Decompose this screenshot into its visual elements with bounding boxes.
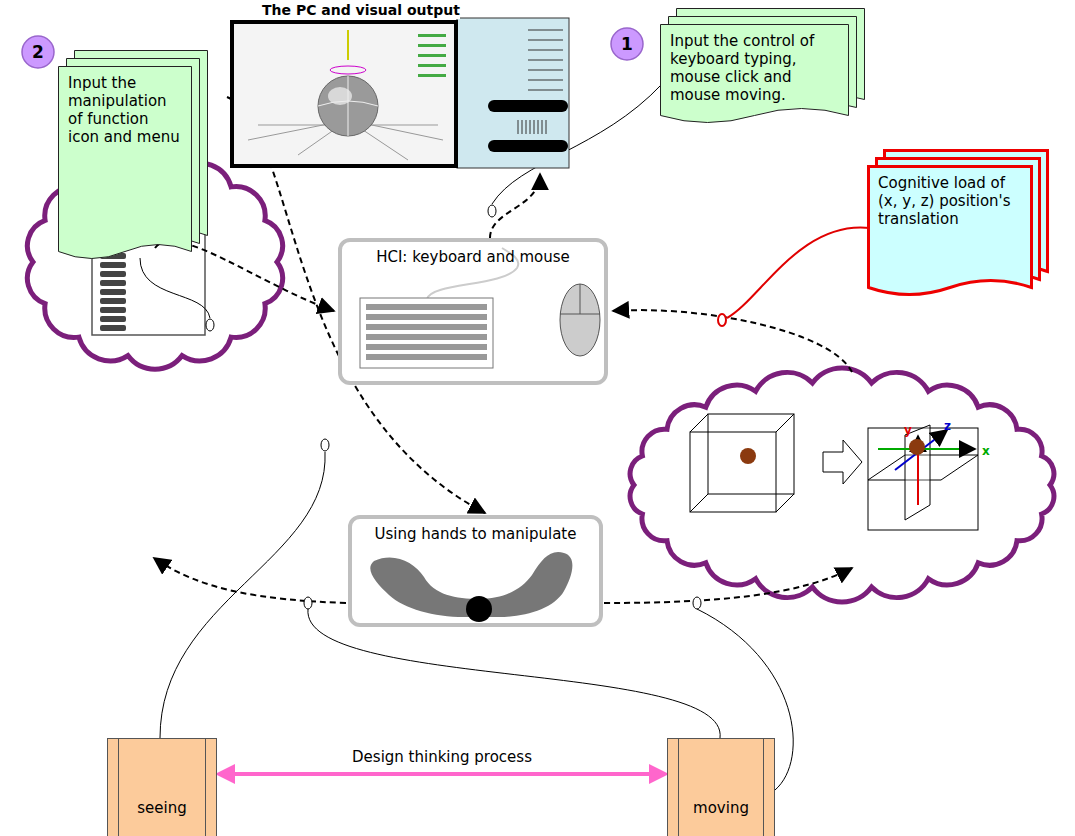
stage-box: moving: [667, 738, 775, 836]
cognitive-note: Cognitive load of (x, y, z) position's t…: [868, 150, 1048, 298]
stage-edge: [205, 739, 206, 836]
flow-arrow: [490, 174, 540, 238]
edge-label: Design thinking process: [349, 748, 535, 766]
leader-lines: [140, 84, 870, 790]
ball: [466, 596, 492, 622]
node-label: seeing: [122, 799, 202, 817]
node-label: Cognitive load of (x, y, z) position's t…: [878, 174, 1022, 228]
callout-number: 1: [619, 34, 635, 54]
axis-label: y: [904, 420, 916, 440]
hands-box: Using hands to manipulate: [348, 515, 603, 627]
axis-label: x: [982, 441, 994, 461]
callout-note: Input the manipulation of function icon …: [58, 50, 208, 262]
axis-label: z: [944, 416, 956, 436]
callout-note: Input the control of keyboard typing, mo…: [660, 8, 865, 126]
process-arrow: [219, 772, 665, 776]
tower: [457, 18, 569, 168]
callout-number: 2: [30, 42, 46, 62]
mouse: [560, 284, 600, 356]
sphere: [318, 76, 378, 136]
keyboard: [360, 298, 493, 368]
node-label: Input the control of keyboard typing, mo…: [670, 32, 839, 104]
node-label: Input the manipulation of function icon …: [68, 74, 182, 146]
stage-edge: [763, 739, 764, 836]
stage-box: seeing: [107, 738, 217, 836]
stage-edge: [678, 739, 679, 836]
right-cloud: [630, 368, 1054, 602]
hci-box: HCI: keyboard and mouse: [338, 238, 608, 385]
screen: [232, 22, 456, 166]
node-label: HCI: keyboard and mouse: [342, 248, 604, 266]
cube-figure: [690, 414, 978, 530]
stage-edge: [118, 739, 119, 836]
node-heading: The PC and visual output: [262, 1, 460, 19]
pc-monitor: The PC and visual output: [228, 0, 573, 172]
monitor-drawing: [228, 0, 573, 172]
node-label: Using hands to manipulate: [352, 525, 599, 543]
node-label: moving: [682, 799, 760, 817]
